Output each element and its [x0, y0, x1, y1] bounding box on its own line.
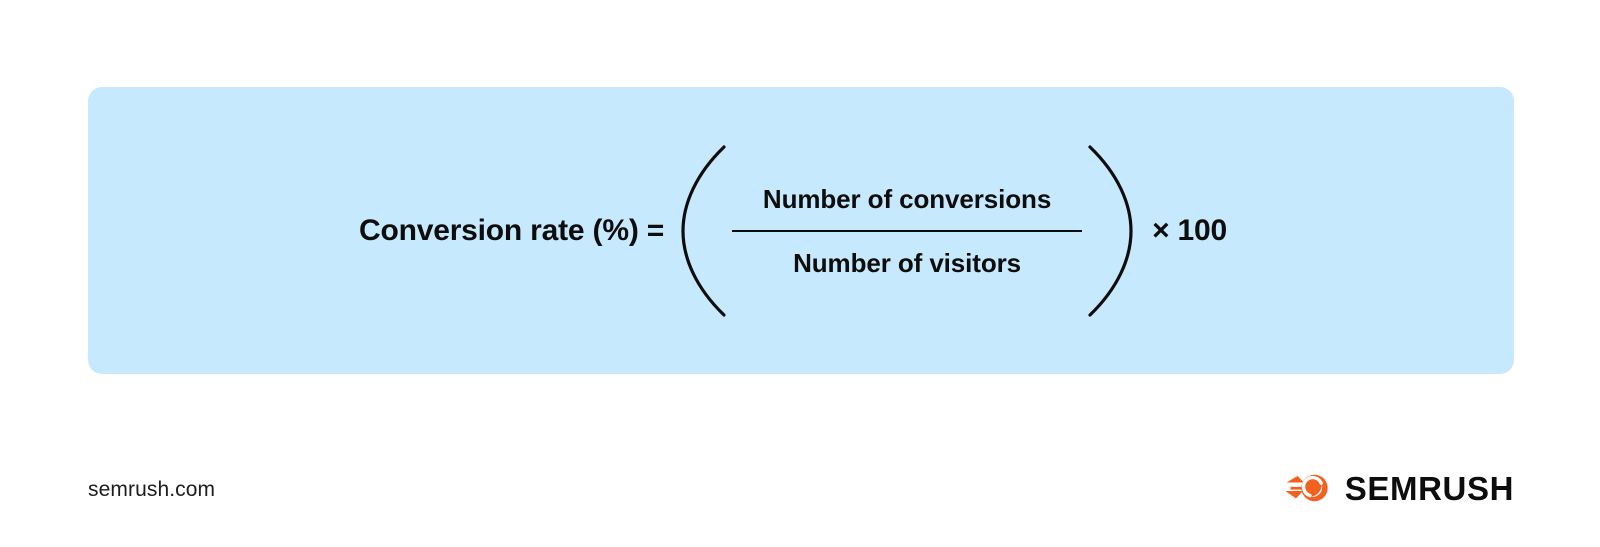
fraction-bar: [732, 229, 1083, 232]
formula-row: Conversion rate (%) = Number of conversi…: [88, 87, 1514, 374]
fraction: Number of conversions Number of visitors: [726, 186, 1088, 276]
parenthesised-fraction: Number of conversions Number of visitors: [680, 144, 1134, 318]
fraction-denominator: Number of visitors: [793, 247, 1022, 278]
open-paren-icon: [680, 144, 726, 318]
semrush-comet-icon: [1285, 470, 1331, 506]
fraction-numerator: Number of conversions: [762, 183, 1052, 214]
brand-wordmark: SEMRUSH: [1344, 469, 1514, 507]
formula-panel: Conversion rate (%) = Number of conversi…: [88, 87, 1514, 374]
formula-label: Conversion rate (%) =: [359, 213, 665, 247]
formula-multiplier: × 100: [1152, 213, 1227, 247]
close-paren-icon: [1088, 144, 1134, 318]
brand-lockup: SEMRUSH: [1285, 470, 1514, 506]
formula-expression: Conversion rate (%) = Number of conversi…: [359, 144, 1227, 318]
footer-url: semrush.com: [88, 478, 216, 501]
